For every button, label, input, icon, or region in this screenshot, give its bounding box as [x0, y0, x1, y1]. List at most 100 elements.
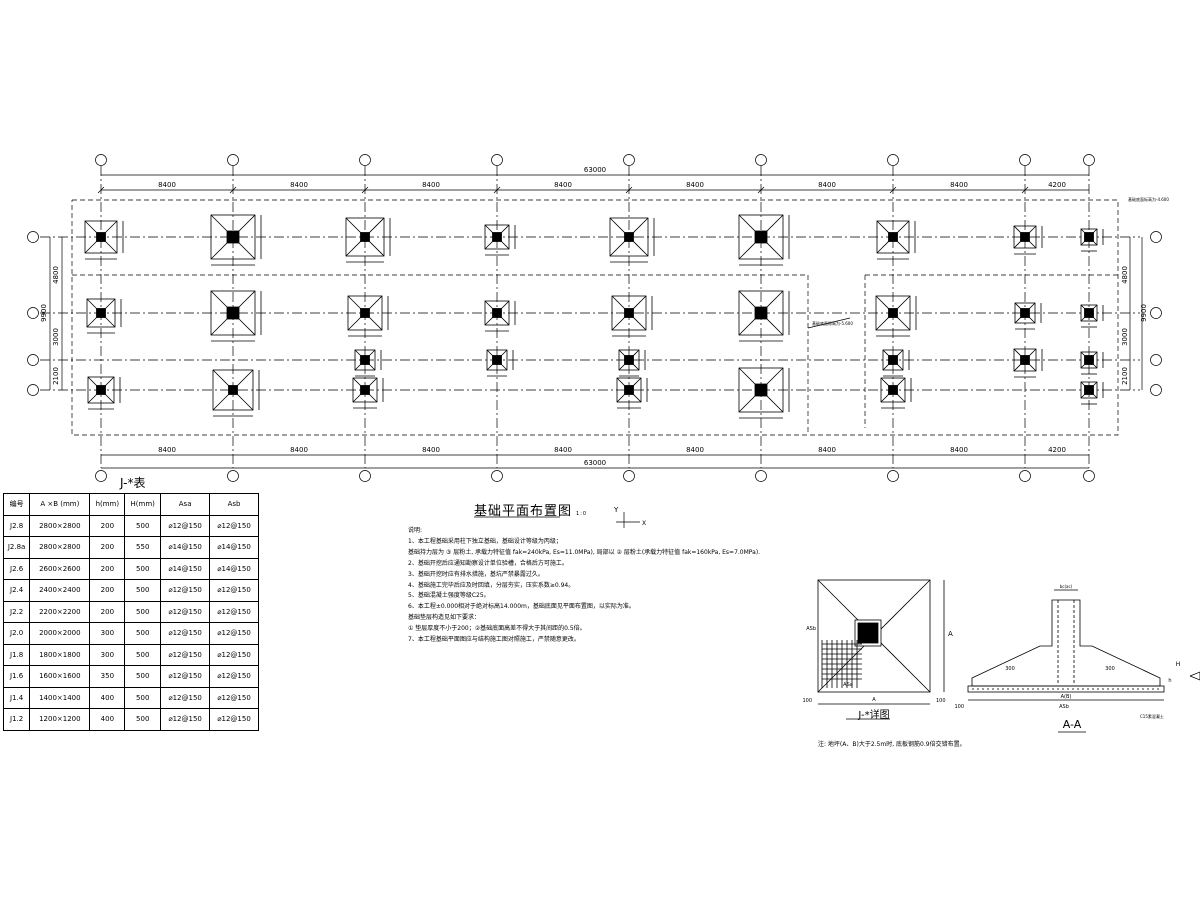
- general-notes: 说明: 1、本工程基础采用柱下独立基础，基础设计等级为丙级； 基础持力层为 ③ …: [408, 526, 808, 646]
- table-cell: 500: [124, 708, 162, 731]
- column-section: [96, 385, 106, 395]
- column-section: [754, 230, 768, 244]
- footing-outline: [86, 298, 116, 328]
- grid-bubble: [27, 231, 39, 243]
- detail-label-asa: ASa: [843, 682, 853, 688]
- grid-bubble: [623, 470, 635, 482]
- right-dimension: 3000: [1121, 328, 1129, 346]
- table-cell: ⌀12@150: [160, 600, 211, 623]
- table-cell: 500: [124, 686, 162, 709]
- grid-bubble: [359, 470, 371, 482]
- dimension-tick: [889, 186, 897, 194]
- column-section: [492, 308, 502, 318]
- table-cell: 2800×2800: [29, 514, 91, 537]
- isolated-footing: [484, 224, 516, 256]
- detail-column-section: [857, 622, 879, 644]
- detail-note: 注: 地坪(A、B)大于2.5m时, 底板钢筋0.9倍交错布置。: [818, 740, 966, 748]
- table-cell: 350: [89, 665, 126, 688]
- table-cell: 2000×2000: [29, 622, 91, 645]
- table-header: 编号: [2, 493, 31, 516]
- table-header: Asa: [160, 493, 211, 516]
- table-cell: 200: [89, 514, 126, 537]
- isolated-footing: [875, 295, 917, 337]
- footing-outline: [880, 377, 906, 403]
- footing-outline: [345, 217, 385, 257]
- footing-outline: [1013, 225, 1037, 249]
- table-cell: 550: [124, 536, 162, 559]
- column-section: [360, 355, 370, 365]
- table-cell: 500: [124, 643, 162, 666]
- bay-dimension-bottom: 8400: [554, 446, 572, 454]
- grid-bubble: [887, 154, 899, 166]
- grid-bubble: [491, 154, 503, 166]
- isolated-footing: [1080, 304, 1104, 328]
- bay-dimension-top: 8400: [158, 181, 176, 189]
- column-section: [888, 232, 898, 242]
- column-section: [360, 308, 370, 318]
- grid-bubble: [95, 470, 107, 482]
- dimension-tick: [1021, 186, 1029, 194]
- bay-dimension-top: 4200: [1048, 181, 1066, 189]
- section-label-h: H: [1176, 661, 1181, 668]
- footing-outline: [738, 214, 784, 260]
- table-cell: J1.8: [2, 643, 31, 666]
- elevation-note: 基础底面标高为-5.600: [812, 320, 853, 326]
- detail-plan-title: J-*详图: [857, 708, 889, 721]
- column-section: [1084, 232, 1094, 242]
- table-cell: J2.6: [2, 557, 31, 580]
- isolated-footing: [1013, 348, 1043, 378]
- isolated-footing: [738, 214, 790, 266]
- isolated-footing: [486, 349, 514, 377]
- isolated-footing: [210, 290, 262, 342]
- dimension-tick: [229, 186, 237, 194]
- grid-bubble: [27, 384, 39, 396]
- table-cell: 500: [124, 665, 162, 688]
- footing-outline: [1080, 351, 1098, 369]
- column-section: [1020, 308, 1030, 318]
- isolated-footing: [210, 214, 262, 266]
- left-dimension: 2100: [52, 367, 60, 385]
- grid-bubble: [95, 154, 107, 166]
- grid-bubble: [1019, 154, 1031, 166]
- dimension-tick: [625, 186, 633, 194]
- isolated-footing: [1080, 381, 1104, 405]
- isolated-footing: [1080, 228, 1104, 252]
- isolated-footing: [212, 369, 260, 417]
- grid-bubble: [623, 154, 635, 166]
- footing-outline: [1080, 228, 1098, 246]
- table-cell: J2.8: [2, 514, 31, 537]
- grid-bubble: [755, 470, 767, 482]
- table-cell: ⌀12@150: [160, 514, 211, 537]
- grid-bubble: [359, 154, 371, 166]
- detail-dim-100: 100: [802, 698, 812, 704]
- table-cell: 1200×1200: [29, 708, 91, 731]
- section-dim-300: 300: [1105, 666, 1115, 672]
- detail-footing-outline: [817, 579, 931, 693]
- grid-bubble: [1150, 307, 1162, 319]
- footing-outline: [87, 376, 115, 404]
- note-line: 1、本工程基础采用柱下独立基础，基础设计等级为丙级；: [408, 537, 562, 545]
- column-section: [888, 308, 898, 318]
- table-cell: ⌀12@150: [209, 622, 259, 645]
- bay-dimension-top: 8400: [422, 181, 440, 189]
- grid-bubble: [1150, 354, 1162, 366]
- column-section: [624, 355, 634, 365]
- grid-bubble: [27, 307, 39, 319]
- footing-outline: [484, 224, 510, 250]
- detail-label-a: A: [872, 697, 876, 703]
- isolated-footing: [876, 220, 916, 260]
- column-section: [624, 385, 634, 395]
- right-total-dimension: 9900: [1140, 304, 1148, 322]
- bay-dimension-bottom: 8400: [818, 446, 836, 454]
- grid-bubble: [1083, 470, 1095, 482]
- axis-label-y: Y: [613, 506, 619, 514]
- footing-outline: [484, 300, 510, 326]
- dimension-tick: [361, 186, 369, 194]
- isolated-footing: [618, 349, 646, 377]
- table-cell: 400: [89, 686, 126, 709]
- column-section: [1020, 232, 1030, 242]
- column-section: [492, 232, 502, 242]
